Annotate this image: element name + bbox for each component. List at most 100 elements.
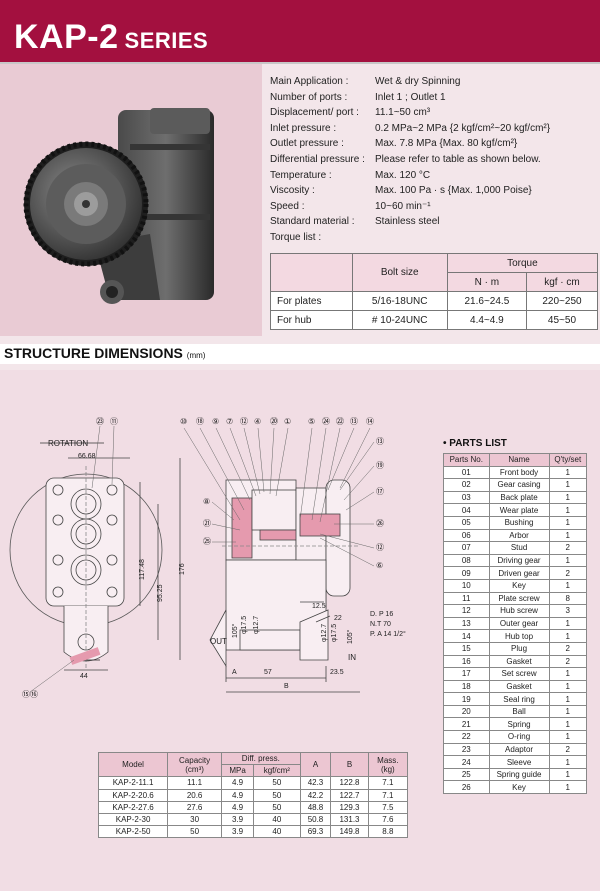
dim-105-left: 105°	[231, 623, 239, 638]
svg-text:⑳: ⑳	[270, 417, 278, 426]
front-view	[9, 442, 181, 671]
dim-117-48: 117.48	[139, 559, 146, 580]
dim-phi-17-5-left: φ17.5	[241, 616, 248, 634]
torque-header-blank	[270, 253, 353, 292]
spec-row: Temperature :Max. 120 °C	[270, 169, 431, 181]
torque-table: Bolt size Torque N · m kgf · cm For plat…	[270, 253, 599, 330]
dim-57: 57	[264, 669, 272, 676]
svg-text:⑱: ⑱	[196, 417, 204, 426]
svg-text:⑬: ⑬	[376, 437, 384, 446]
gear-nt70: N.T 70	[370, 621, 391, 628]
model-table: Model Capacity(cm³) Diff. press. A B Mas…	[97, 751, 409, 839]
svg-text:㉔: ㉔	[322, 417, 330, 426]
svg-text:⑰: ⑰	[376, 487, 384, 496]
svg-text:④: ④	[254, 417, 261, 426]
specifications-list: Main Application :Wet & dry Spinning Num…	[270, 76, 595, 248]
rotation-label: ROTATION	[48, 439, 88, 448]
gear-pa14: P. A 14 1/2°	[370, 630, 406, 638]
callouts-left: ⑧ ㉑ ㉕	[203, 497, 211, 546]
side-view	[209, 479, 360, 693]
svg-text:⑨: ⑨	[212, 417, 219, 426]
spec-row: Displacement/ port :11.1~50 cm³	[270, 107, 431, 119]
svg-text:⑥: ⑥	[376, 561, 383, 570]
dim-95-25: 95.25	[157, 584, 164, 602]
parts-list-title: • PARTS LIST	[443, 438, 507, 449]
spec-row: Outlet pressure :Max. 7.8 MPa {Max. 80 k…	[270, 138, 518, 150]
svg-text:⑫: ⑫	[240, 417, 248, 426]
table-row: For hub # 10-24UNC 4.4~4.9 45~50	[270, 310, 599, 330]
dim-44: 44	[80, 673, 88, 680]
title-model: KAP-2	[14, 18, 119, 56]
dim-a: A	[232, 669, 237, 676]
dim-b: B	[284, 683, 289, 690]
svg-text:①: ①	[284, 417, 291, 426]
spec-row: Differential pressure :Please refer to t…	[270, 153, 541, 165]
callouts-top: ⑩ ⑱ ⑨ ⑦ ⑫ ④ ⑳ ① ⑤ ㉔ ㉒ ⑬ ⑭	[180, 417, 374, 426]
leader-lines	[29, 425, 375, 693]
header-rule	[0, 62, 600, 64]
svg-text:⑦: ⑦	[226, 417, 233, 426]
dim-66-68: 66.68	[78, 453, 96, 460]
spec-row: Viscosity :Max. 100 Pa · s {Max. 1,000 P…	[270, 185, 532, 197]
torque-header-torque: Torque	[446, 253, 599, 273]
svg-text:⑧: ⑧	[203, 497, 210, 506]
svg-text:㉖: ㉖	[376, 519, 384, 528]
svg-text:㉑: ㉑	[203, 519, 211, 528]
gear-dp16: D. P 16	[370, 611, 393, 618]
spec-row: Main Application :Wet & dry Spinning	[270, 76, 461, 87]
out-label: OUT	[210, 637, 227, 646]
table-row: For plates 5/16-18UNC 21.6~24.5 220~250	[270, 291, 599, 311]
in-label: IN	[348, 653, 356, 662]
svg-text:⑩: ⑩	[180, 417, 187, 426]
svg-text:⑤: ⑤	[308, 417, 315, 426]
dim-105-right: 105°	[346, 629, 354, 644]
spec-row: Number of ports :Inlet 1 ; Outlet 1	[270, 91, 446, 103]
dim-176: 176	[179, 563, 186, 575]
dim-phi-17-5-right: φ17.5	[331, 624, 338, 642]
svg-text:⑫: ⑫	[376, 543, 384, 552]
svg-text:⑭: ⑭	[366, 417, 374, 426]
section-bar	[0, 344, 600, 364]
spec-row: Standard material :Stainless steel	[270, 216, 440, 228]
dim-23-5: 23.5	[330, 669, 344, 676]
svg-text:⑬: ⑬	[350, 417, 358, 426]
dim-phi-12-7-right: φ12.7	[321, 624, 328, 642]
svg-text:⑲: ⑲	[376, 461, 384, 470]
spec-row: Inlet pressure :0.2 MPa~2 MPa {2 kgf/cm²…	[270, 122, 551, 134]
svg-text:㉒: ㉒	[336, 417, 344, 426]
dim-12-5: 12.5	[312, 603, 326, 610]
callout-15-16: ⑮⑯	[22, 690, 38, 699]
section-title: STRUCTURE DIMENSIONS (mm)	[4, 345, 206, 361]
torque-header-bolt: Bolt size	[351, 253, 448, 292]
